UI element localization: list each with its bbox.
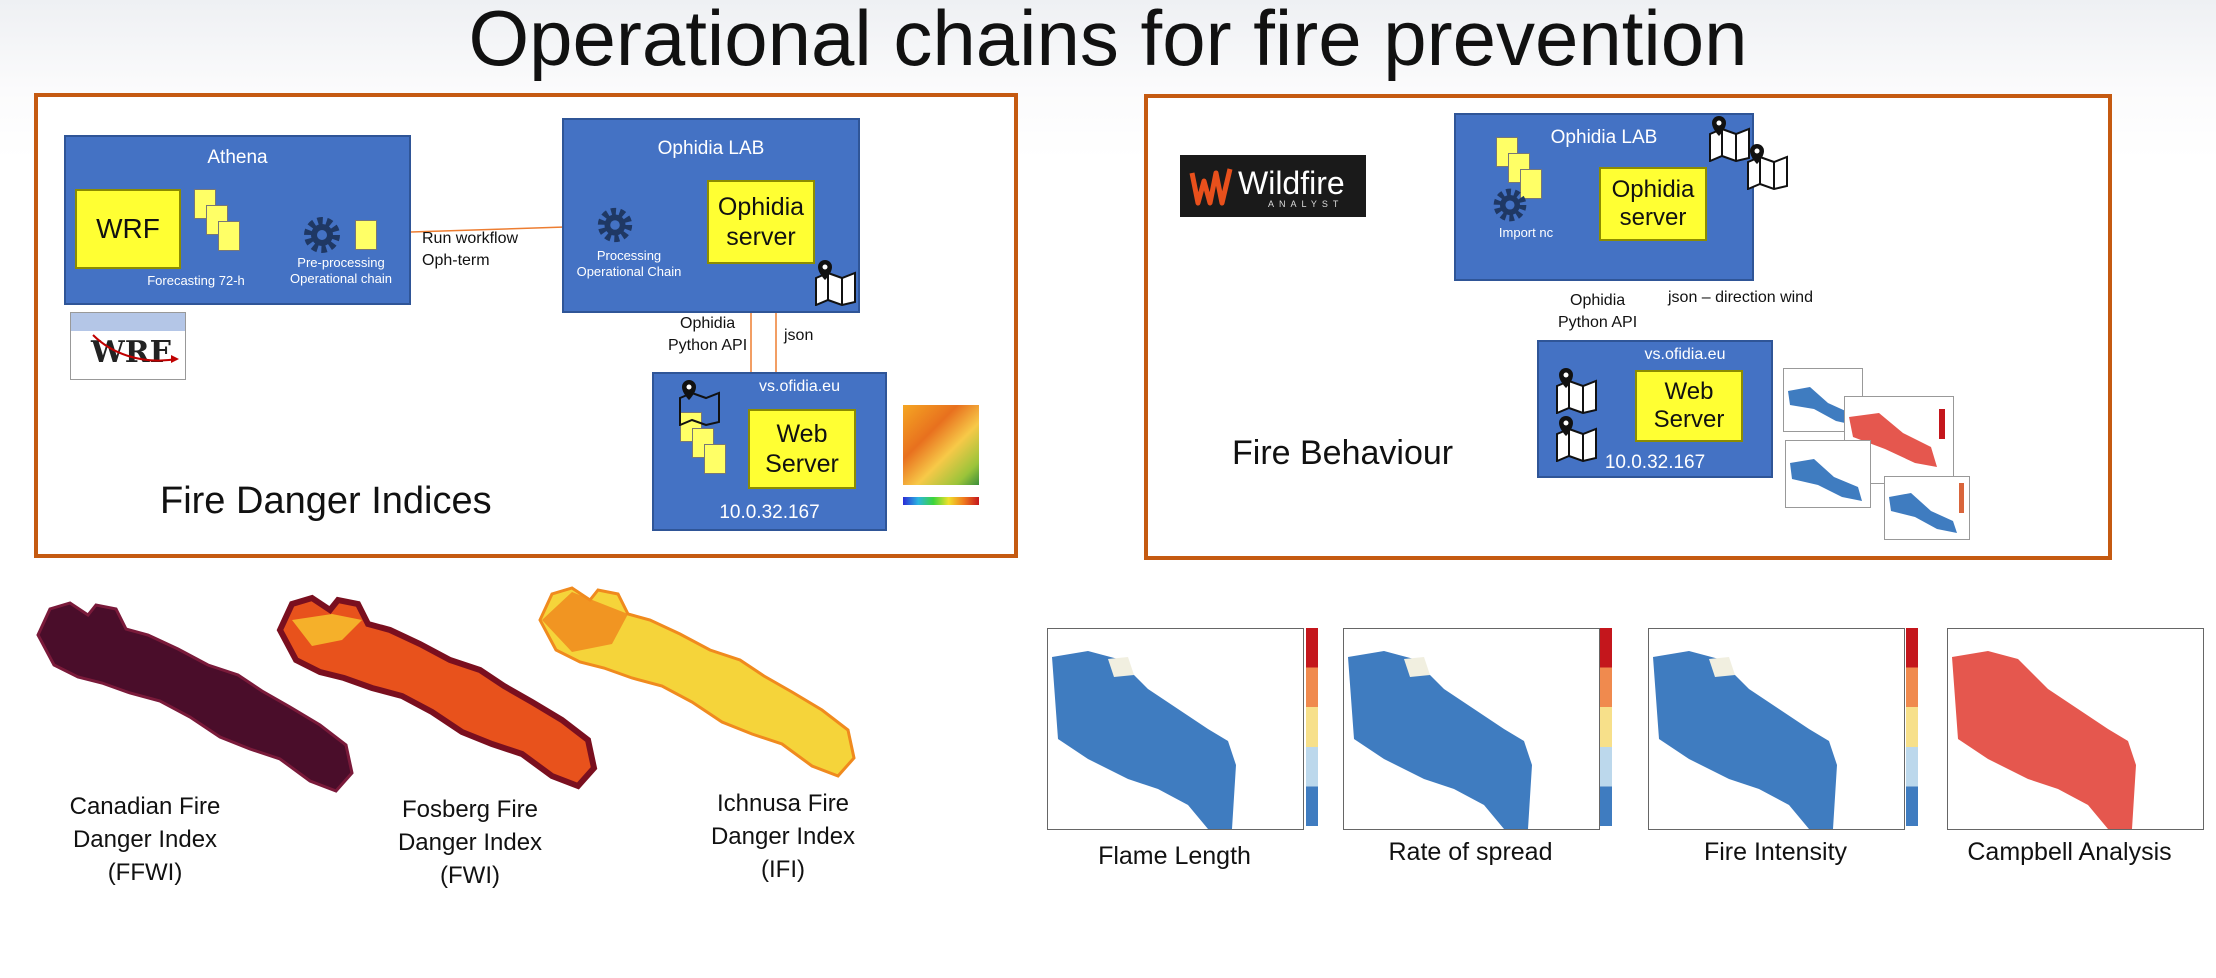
ffwi-map — [36, 601, 354, 793]
fire-behaviour-label: Fire Behaviour — [1232, 434, 1454, 472]
rate-of-spread-legend — [1600, 628, 1612, 826]
gear-icon — [597, 207, 633, 243]
document-icon — [1520, 169, 1542, 199]
heat-map-thumbnail — [895, 385, 985, 520]
web-host-label: vs.ofidia.eu — [759, 378, 840, 395]
run-workflow-label: Run workflow Oph-term — [422, 230, 519, 269]
web-server-box-right: vs.ofidia.eu Web Server 10.0.32.167 — [1537, 340, 1773, 478]
wrf-box: WRF — [75, 189, 181, 269]
rate-of-spread-map — [1343, 628, 1600, 830]
document-icon — [355, 220, 377, 250]
flame-length-caption: Flame Length — [1098, 842, 1251, 870]
fire-danger-label: Fire Danger Indices — [160, 480, 492, 522]
web-server-inner: Web Server — [748, 409, 856, 489]
ophidia-lab-box: Ophidia LAB Ophidia server Processing Op… — [562, 118, 860, 313]
web-server-box: vs.ofidia.eu Web Server 10.0.32.167 — [652, 372, 887, 531]
ifi-map — [538, 586, 856, 778]
map-pin-icon — [1747, 144, 1788, 190]
gear-icon — [304, 217, 340, 253]
preprocessing-label: Pre-processing Operational chain — [290, 255, 392, 286]
python-api-label: Ophidia Python API — [668, 315, 748, 354]
map-pin-icon — [1556, 368, 1597, 414]
fire-intensity-map — [1648, 628, 1905, 830]
campbell-analysis-map — [1947, 628, 2204, 830]
web-ip-label-right: 10.0.32.167 — [1604, 452, 1706, 473]
campbell-analysis-caption: Campbell Analysis — [1967, 838, 2172, 866]
ophidia-lab-box-right: Ophidia LAB Import nc Ophidia server — [1454, 113, 1754, 281]
import-nc-label: Import nc — [1498, 225, 1554, 240]
page-title: Operational chains for fire prevention — [468, 0, 1748, 82]
fire-intensity-legend — [1906, 628, 1918, 826]
athena-box: Athena WRF Forecasting 72-h Pre-processi… — [64, 135, 411, 305]
wrf-logo: WRF — [70, 312, 186, 380]
web-server-inner-right: Web Server — [1635, 370, 1743, 442]
document-icon — [218, 221, 240, 251]
gear-icon — [1493, 188, 1527, 222]
mini-map-thumbnail — [1884, 476, 1970, 540]
python-api-label-right: Ophidia Python API — [1558, 292, 1638, 331]
ophidia-server-box: Ophidia server — [707, 180, 815, 264]
processing-label: Processing Operational Chain — [576, 248, 682, 279]
wrf-label: WRF — [96, 213, 160, 244]
web-ip-label: 10.0.32.167 — [719, 502, 820, 523]
map-pin-icon — [815, 260, 856, 306]
forecasting-label: Forecasting 72-h — [147, 273, 245, 288]
flame-length-legend — [1306, 628, 1318, 826]
ophidia-lab-title-right: Ophidia LAB — [1550, 127, 1658, 148]
ophidia-lab-title: Ophidia LAB — [657, 138, 765, 159]
fwi-map — [276, 594, 598, 790]
map-pin-icon — [1709, 116, 1750, 162]
fire-intensity-caption: Fire Intensity — [1703, 838, 1848, 866]
wildfire-analyst-logo: Wildfire ANALYST — [1180, 155, 1366, 217]
ophidia-server-box-right: Ophidia server — [1599, 167, 1707, 241]
athena-title: Athena — [207, 147, 268, 168]
map-pin-icon — [679, 380, 720, 426]
flame-length-map — [1047, 628, 1304, 830]
mini-map-thumbnail — [1785, 440, 1871, 508]
json-wind-label: json – direction wind — [1668, 289, 1813, 306]
rate-of-spread-caption: Rate of spread — [1388, 838, 1553, 866]
json-label: json — [784, 327, 814, 344]
web-host-label-right: vs.ofidia.eu — [1644, 346, 1726, 363]
map-pin-icon — [1556, 416, 1597, 462]
document-icon — [704, 444, 726, 474]
